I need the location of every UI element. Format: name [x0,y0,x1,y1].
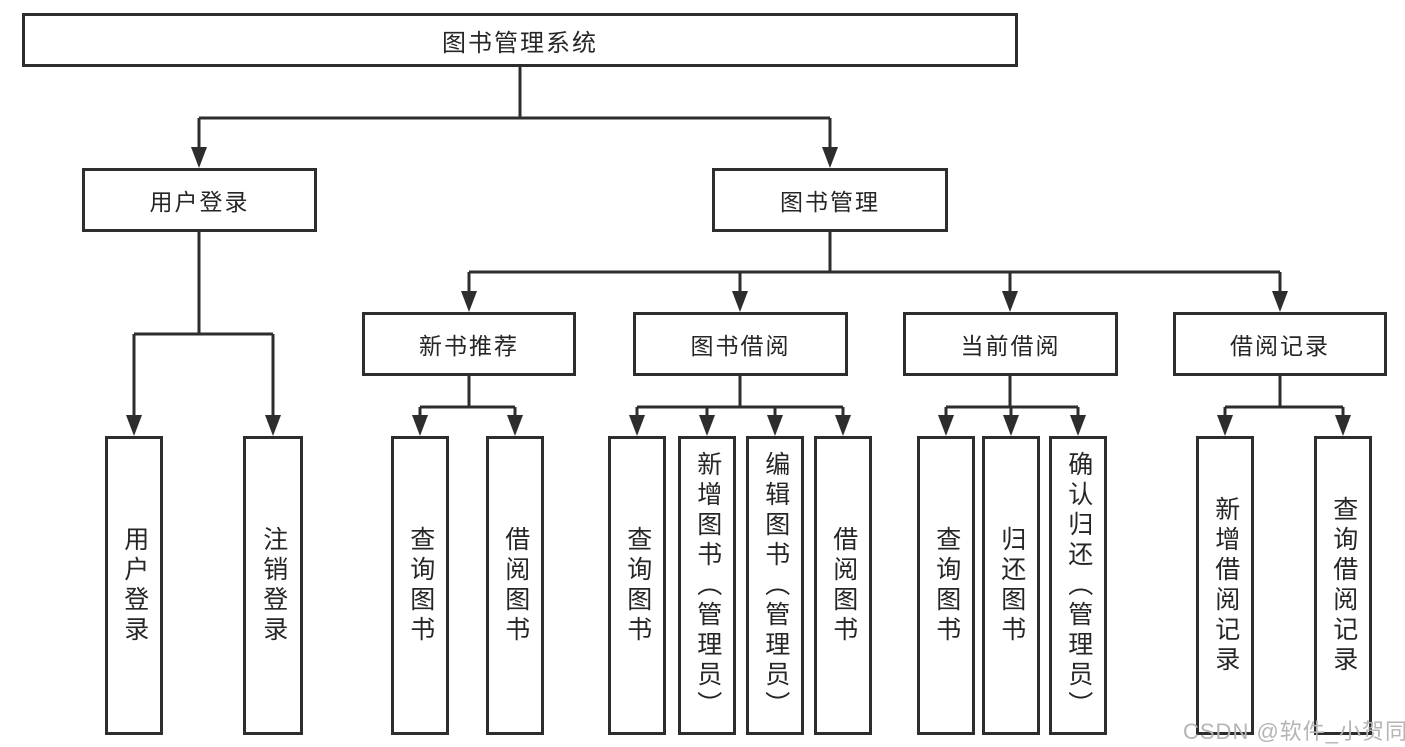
leaf-borrow-books-recommend-label: 借阅图书 [501,525,530,646]
leaf-edit-book-admin-label: 编辑图书（管理员） [761,450,790,721]
leaf-user-login-label: 用户登录 [120,525,149,646]
leaf-borrow-books-label: 借阅图书 [829,525,858,646]
leaf-add-book-admin: 新增图书（管理员） [678,436,736,735]
node-library-management-system: 图书管理系统 [22,13,1018,67]
leaf-user-login: 用户登录 [105,436,163,735]
leaf-add-book-admin-label: 新增图书（管理员） [693,450,722,721]
arrowheads [126,147,1351,436]
leaf-borrow-books-recommend: 借阅图书 [486,436,544,735]
leaf-return-book-label: 归还图书 [997,525,1026,646]
node-book-management: 图书管理 [712,168,948,232]
leaf-query-books-borrow: 查询图书 [608,436,666,735]
leaf-query-books-recommend: 查询图书 [391,436,449,735]
leaf-return-book: 归还图书 [982,436,1040,735]
leaf-confirm-return-admin-label: 确认归还（管理员） [1064,450,1093,721]
leaf-query-books-borrow-label: 查询图书 [623,525,652,646]
watermark-text: CSDN @软件_小贺同学 [1183,719,1405,744]
node-user-login: 用户登录 [82,168,317,232]
node-borrow-records: 借阅记录 [1173,312,1387,376]
leaf-confirm-return-admin: 确认归还（管理员） [1049,436,1107,735]
leaf-logout-label: 注销登录 [259,525,288,646]
leaf-query-books-current-label: 查询图书 [932,525,961,646]
leaf-logout: 注销登录 [243,436,303,735]
leaf-add-borrow-record-label: 新增借阅记录 [1211,495,1240,676]
leaf-query-borrow-record-label: 查询借阅记录 [1329,495,1358,676]
leaf-add-borrow-record: 新增借阅记录 [1196,436,1254,735]
node-new-book-recommend: 新书推荐 [362,312,576,376]
leaf-query-books-recommend-label: 查询图书 [406,525,435,646]
node-book-borrow: 图书借阅 [633,312,848,376]
node-current-borrow: 当前借阅 [903,312,1118,376]
leaf-query-books-current: 查询图书 [917,436,975,735]
leaf-query-borrow-record: 查询借阅记录 [1314,436,1372,735]
leaf-borrow-books: 借阅图书 [814,436,872,735]
leaf-edit-book-admin: 编辑图书（管理员） [746,436,804,735]
